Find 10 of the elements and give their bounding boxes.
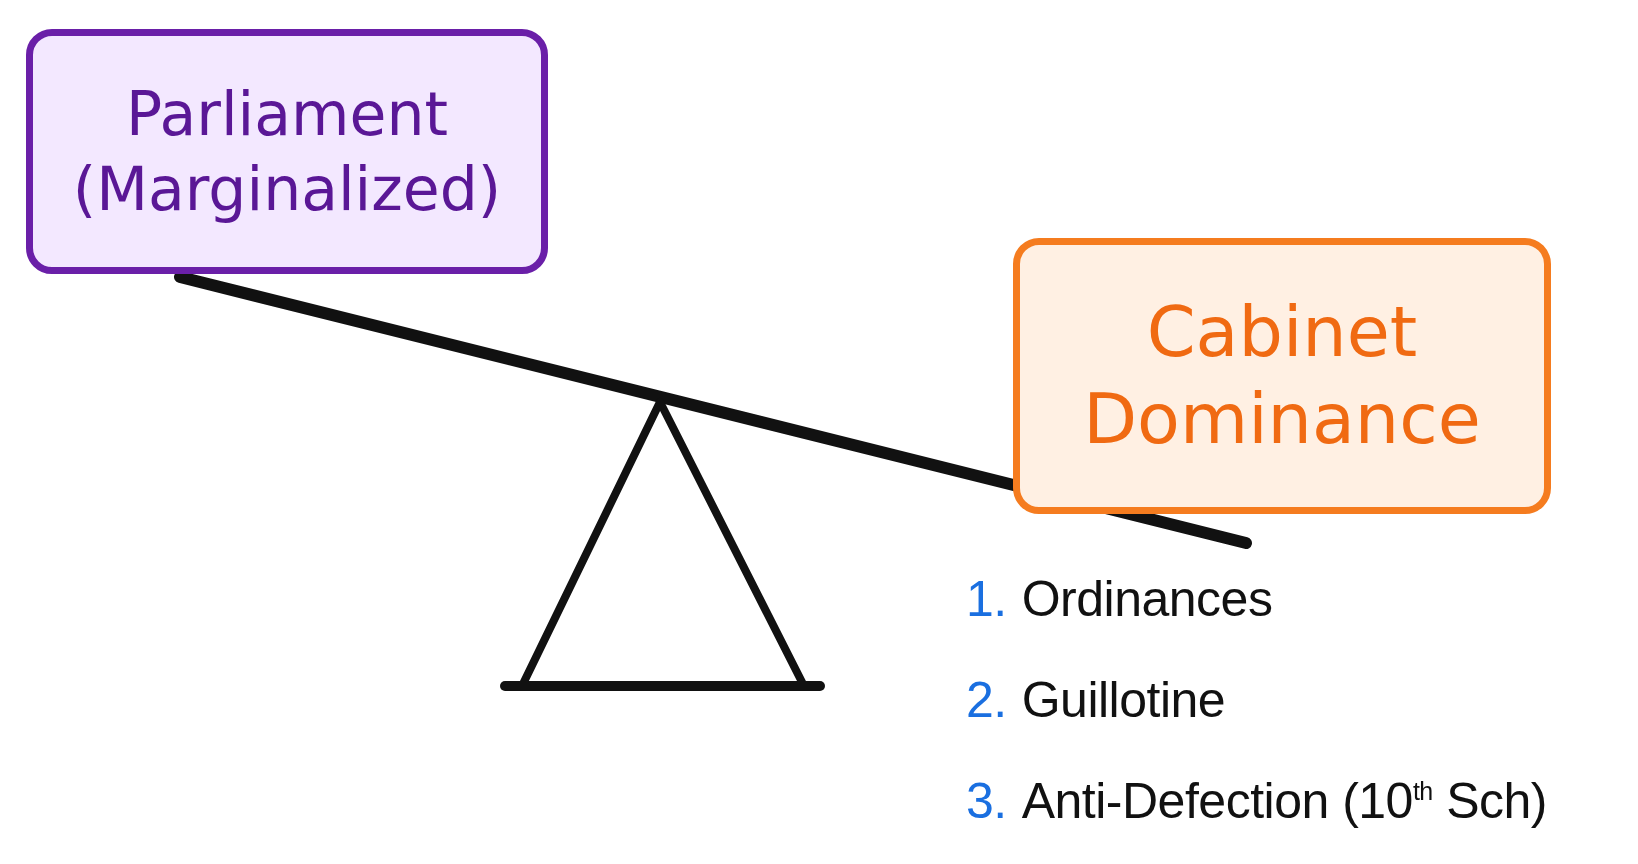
list-number: 2. [966, 671, 1007, 729]
cabinet-box [1013, 238, 1551, 514]
node-label: Cabinet Dominance [1082, 289, 1482, 462]
list-item-text: Guillotine [1021, 671, 1226, 729]
parliament-box [26, 29, 548, 274]
list-item-text: Ordinances [1021, 570, 1273, 628]
list-number: 3. [966, 772, 1007, 830]
list-item-text: Anti-Defection (10$^{th}$ Sch) [1021, 772, 1547, 830]
list-number: 1. [966, 570, 1007, 628]
node-label: Parliament (Marginalized) [71, 77, 503, 226]
